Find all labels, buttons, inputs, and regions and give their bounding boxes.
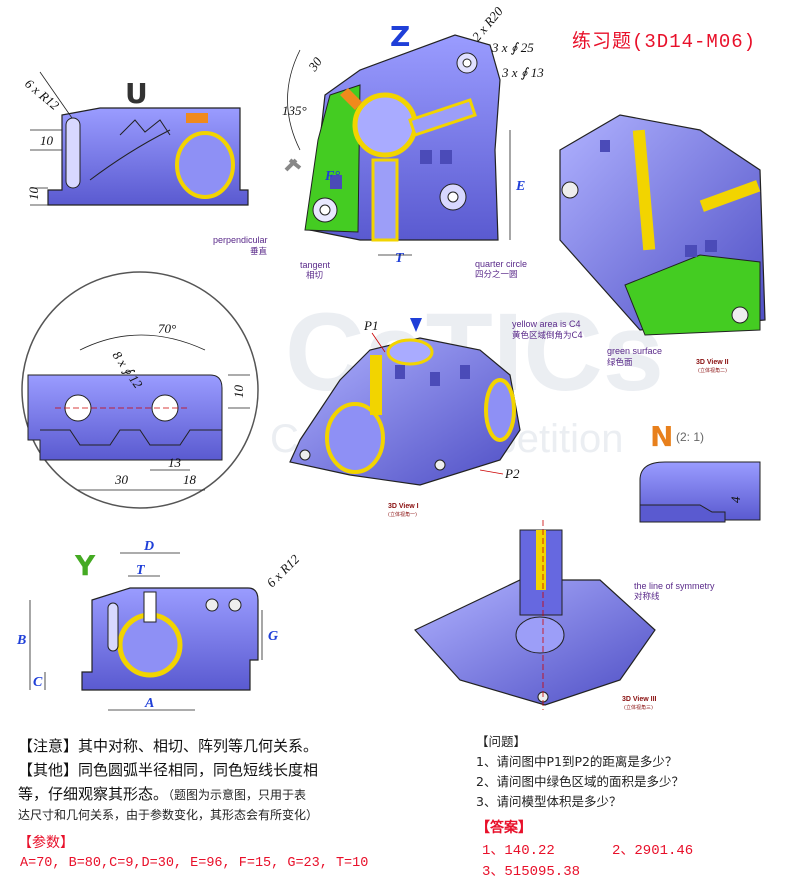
note-attention: 【注意】其中对称、相切、阵列等几何关系。 <box>18 737 319 755</box>
ann-quarter-circle-cn: 四分之一圆 <box>475 269 518 280</box>
view-u: U 6 x R12 10 10 <box>22 71 249 206</box>
answer-1: 1、140.22 <box>482 843 555 859</box>
dim-y-t: T <box>136 563 146 578</box>
view-n-label: N <box>650 420 673 453</box>
dim-u-10a: 10 <box>40 133 54 148</box>
view-y-label: Y <box>74 549 96 582</box>
view-n: N (2: 1) 4 <box>639 420 761 523</box>
params-header: 【参数】 <box>18 835 74 851</box>
dim-z-30: 30 <box>305 54 326 74</box>
ann-quarter-circle: quarter circle <box>475 259 527 269</box>
note-other-line2-wrap: 等，仔细观察其形态。（题图为示意图，只用于表 <box>18 782 458 806</box>
dim-detail-18: 18 <box>183 472 197 487</box>
question-1: 1、请问图中P1到P2的距离是多少？ <box>476 754 678 769</box>
view-3d-3: the line of symmetry 对称线 3D View III (立体… <box>414 520 715 711</box>
view-n-scale: (2: 1) <box>676 430 704 444</box>
dim-detail-10: 10 <box>231 385 246 399</box>
note-other-small2: 达尺寸和几何关系，由于参数变化，其形态会有所变化） <box>18 808 319 822</box>
ann-tangent: tangent <box>300 260 331 270</box>
view-z-label: Z <box>390 20 410 53</box>
ann-yellow-area-cn: 黄色区域倒角为C4 <box>512 330 583 341</box>
ann-perpendicular: perpendicular <box>213 235 268 245</box>
view-2-label: 3D View II <box>696 359 729 366</box>
ann-symmetry: the line of symmetry <box>634 581 715 591</box>
view-1-sub: (立体视角一) <box>388 511 417 518</box>
notes-block: 【注意】其中对称、相切、阵列等几何关系。 【其他】同色圆弧半径相同，同色短线长度… <box>18 734 458 825</box>
dim-u-r12: 6 x R12 <box>22 76 62 113</box>
view-y: Y D T 6 x R12 B G C A <box>16 539 303 711</box>
dim-z-phi25: 3 x ∮ 25 <box>491 40 534 55</box>
note-other-line2: 等，仔细观察其形态。 <box>18 785 169 803</box>
dim-y-r12: 6 x R12 <box>264 551 303 590</box>
note-other-line1: 【其他】同色圆弧半径相同，同色短线长度相 <box>18 761 319 779</box>
dim-detail-13: 13 <box>168 455 182 470</box>
questions-block: 【问题】 1、请问图中P1到P2的距离是多少？ 2、请问图中绿色区域的面积是多少… <box>476 732 684 812</box>
view-2-sub: (立体视角二) <box>698 367 727 374</box>
view-3d-1: P1 P2 3D View I (立体视角一) <box>289 318 521 518</box>
point-p1: P1 <box>363 318 378 333</box>
dim-y-a: A <box>144 696 154 711</box>
dim-y-d: D <box>143 539 154 554</box>
note-other-small1: （题图为示意图，只用于表 <box>168 788 307 802</box>
dim-detail-70: 70° <box>158 321 176 336</box>
view-3d-2: yellow area is C4 黄色区域倒角为C4 green surfac… <box>512 114 766 374</box>
view-u-label: U <box>125 77 148 110</box>
view-3-label: 3D View III <box>622 696 657 703</box>
dim-z-r20: 2 x R20 <box>469 3 506 43</box>
dim-y-c: C <box>33 675 43 690</box>
ann-perpendicular-cn: 垂直 <box>250 246 268 257</box>
dim-z-135: 135° <box>282 103 307 118</box>
dim-z-phi13: 3 x ∮ 13 <box>501 65 544 80</box>
point-p2: P2 <box>504 466 520 481</box>
dim-z-t: T <box>395 251 405 266</box>
ann-symmetry-cn: 对称线 <box>634 591 660 602</box>
question-2: 2、请问图中绿色区域的面积是多少？ <box>476 774 684 789</box>
ann-green-surface: green surface <box>607 346 662 356</box>
dim-detail-30: 30 <box>114 472 129 487</box>
view-3-sub: (立体视角三) <box>624 704 653 711</box>
question-3: 3、请问模型体积是多少？ <box>476 794 622 809</box>
questions-header: 【问题】 <box>476 734 527 749</box>
dim-n-4: 4 <box>728 496 743 503</box>
ann-tangent-cn: 相切 <box>306 270 323 281</box>
page-title: 练习题(3D14-M06) <box>572 31 757 53</box>
dim-u-10b: 10 <box>26 187 41 201</box>
answer-2: 2、2901.46 <box>612 843 694 859</box>
answer-3: 3、515095.38 <box>482 864 581 880</box>
ann-green-surface-cn: 绿色面 <box>607 357 633 368</box>
params-values: A=70, B=80,C=9,D=30, E=96, F=15, G=23, T… <box>20 856 369 871</box>
dim-y-b: B <box>16 633 26 648</box>
view-1-label: 3D View I <box>388 503 419 510</box>
view-detail: 70° 8 x ∮ 12 10 13 30 18 <box>21 271 259 509</box>
view-z: Z E T 2 x R20 3 x ∮ 25 3 x ∮ 13 30 135° … <box>213 3 544 281</box>
dim-z-e: E <box>515 179 525 194</box>
dim-z-f: F° <box>324 169 340 184</box>
dim-y-g: G <box>268 629 278 644</box>
answers-header: 【答案】 <box>476 820 532 836</box>
ann-yellow-area: yellow area is C4 <box>512 319 581 329</box>
